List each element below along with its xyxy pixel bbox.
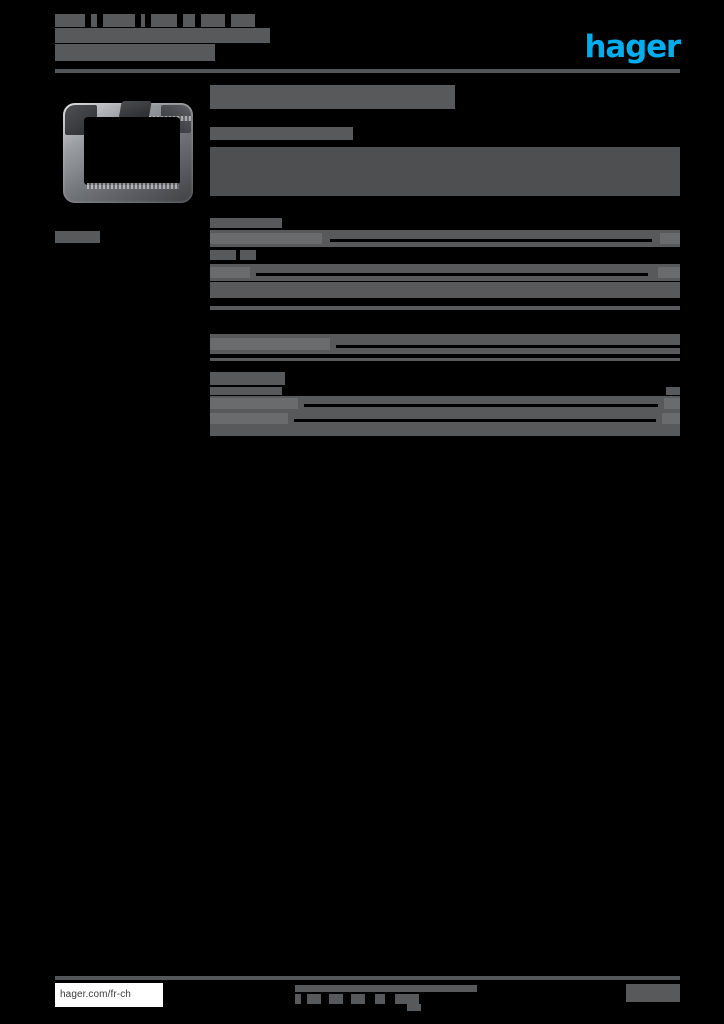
spec-row-value-redacted: [662, 413, 680, 424]
footer-page-number-redacted: [626, 984, 680, 1002]
spec-row-sublabel-redacted: [240, 250, 256, 260]
redacted-text-block: [183, 14, 195, 27]
redacted-text-block: [375, 994, 385, 1004]
redacted-text-block: [201, 14, 225, 27]
redacted-text-block: [103, 14, 135, 27]
spec-row-label-redacted: [210, 398, 298, 409]
spec-row: [210, 426, 680, 436]
spec-row-leader: [330, 239, 652, 242]
redacted-text-block: [91, 14, 97, 27]
frame-aperture: [84, 117, 180, 185]
footer-url-link[interactable]: hager.com/fr-ch: [55, 983, 163, 1007]
redacted-text-block: [407, 1004, 421, 1011]
spec-row-label-redacted: [210, 250, 236, 260]
footer-divider: [55, 976, 680, 980]
redacted-text-block: [55, 14, 85, 27]
redacted-text-block: [141, 14, 145, 27]
spec-row-band: [210, 230, 680, 247]
header-title-redacted: [55, 14, 680, 44]
spec-group-heading-redacted: [210, 218, 282, 228]
section-subtitle-redacted: [210, 127, 353, 140]
section-divider: [210, 306, 680, 310]
product-image: [55, 85, 200, 213]
spec-group-heading-redacted: [210, 372, 285, 385]
redacted-text-block: [395, 994, 419, 1004]
redacted-text-block: [151, 14, 177, 27]
spec-row: [210, 282, 680, 298]
spec-row: [210, 230, 680, 248]
spec-row-band: [210, 411, 680, 426]
spec-row: [210, 334, 680, 354]
spec-row-value-redacted: [664, 398, 680, 409]
header-divider: [55, 69, 680, 73]
spec-row-label-redacted: [210, 338, 330, 350]
frame-ridge-bottom: [87, 183, 179, 189]
description-block-redacted: [210, 147, 680, 196]
spec-row-value-redacted: [660, 233, 680, 244]
page-footer: hager.com/fr-ch: [55, 976, 680, 1011]
spec-row-band: [210, 264, 680, 281]
spec-row: [210, 387, 680, 396]
spec-group: [210, 218, 680, 298]
spec-row-band: [210, 396, 680, 411]
section-divider: [210, 358, 680, 361]
spec-row-band: [210, 282, 680, 298]
frame-body-icon: [63, 101, 193, 203]
spec-row: [210, 396, 680, 411]
spec-row-leader: [336, 345, 680, 348]
spec-row-label-redacted: [210, 387, 282, 395]
spec-group: [210, 371, 680, 436]
spec-row-leader: [304, 404, 658, 407]
header-subtitle-redacted: [55, 44, 215, 61]
spec-group: [210, 334, 680, 354]
page-header: hager: [55, 14, 682, 73]
spec-row: [210, 371, 680, 387]
spec-row-value-redacted: [658, 267, 680, 278]
redacted-text-block: [231, 14, 255, 27]
redacted-text-block: [55, 28, 270, 43]
spec-row-leader: [294, 419, 656, 422]
main-content: [210, 85, 680, 436]
redacted-text-block: [351, 994, 365, 1004]
spec-row-value-redacted: [666, 387, 680, 395]
spec-row-label-redacted: [210, 233, 322, 244]
redacted-text-block: [295, 994, 301, 1004]
product-column: [55, 85, 200, 243]
spec-row-leader: [256, 273, 648, 276]
spec-row: [210, 411, 680, 426]
redacted-text-block: [295, 985, 477, 992]
redacted-text-block: [329, 994, 343, 1004]
spec-row-label-redacted: [210, 267, 250, 278]
spec-row-band: [210, 426, 680, 436]
spec-row: [210, 264, 680, 282]
spec-row-label-redacted: [210, 413, 288, 424]
section-title-redacted: [210, 85, 455, 109]
redacted-text-block: [307, 994, 321, 1004]
hager-logo[interactable]: hager: [584, 29, 682, 65]
spec-row: [210, 248, 680, 264]
product-code-redacted: [55, 231, 100, 243]
